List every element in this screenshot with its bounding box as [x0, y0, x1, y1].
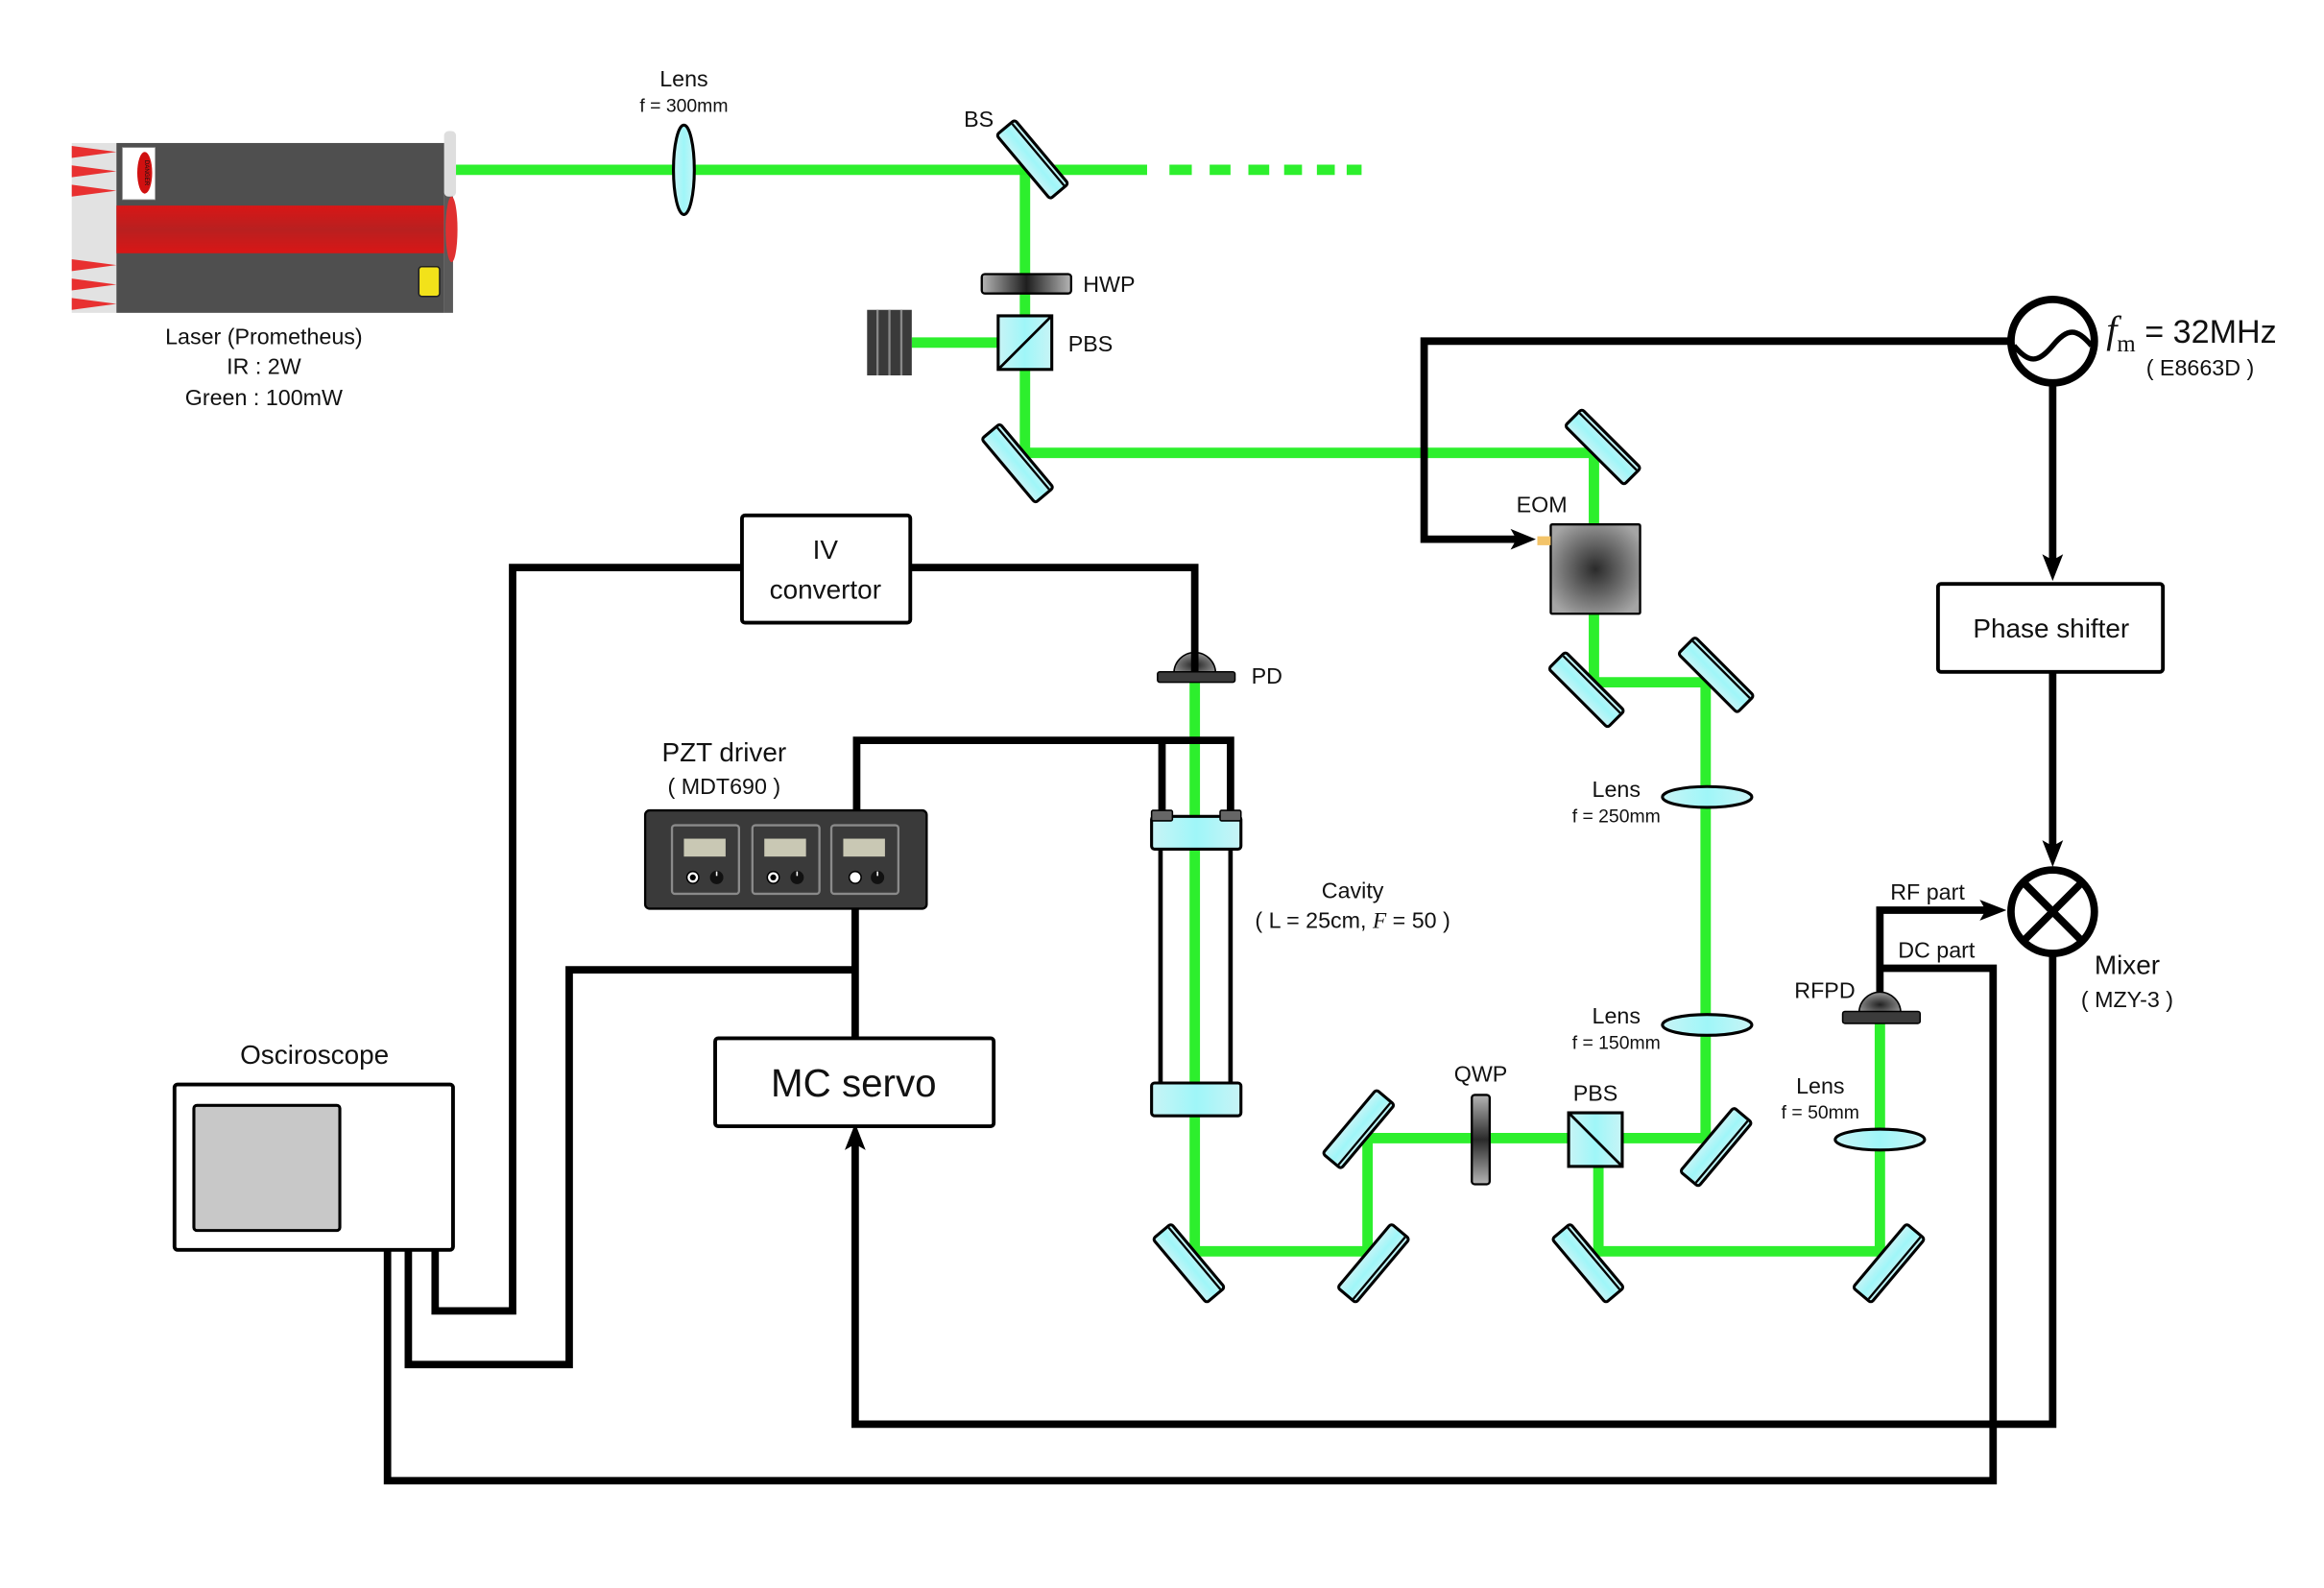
dc-part-label: DC part [1898, 938, 1976, 963]
mirror-4 [1676, 635, 1756, 714]
pzt-channel-1 [670, 824, 741, 896]
mixer-model: ( MZY-3 ) [2081, 987, 2173, 1012]
iv-convertor-line1: IV [813, 535, 839, 565]
beam-splitter [994, 118, 1070, 201]
signal-wires [383, 337, 2064, 1485]
lens-250-name: Lens [1593, 777, 1641, 802]
oscillator-model: ( E8663D ) [2146, 355, 2255, 380]
pzt-channel-2 [751, 824, 821, 896]
lens-50-name: Lens [1796, 1073, 1844, 1098]
lens-300-focal: f = 300mm [639, 95, 728, 116]
beam-dump [867, 309, 912, 376]
eom-label: EOM [1517, 493, 1568, 517]
lens-150-name: Lens [1593, 1003, 1641, 1028]
pzt-channel-3 [829, 824, 900, 896]
laser-ir-power: IR : 2W [227, 353, 301, 378]
laser-green-power: Green : 100mW [185, 385, 343, 410]
rf-part-label: RF part [1890, 879, 1965, 904]
half-wave-plate [980, 273, 1073, 295]
bs-label: BS [964, 107, 994, 132]
iv-convertor-line2: convertor [770, 575, 881, 605]
quarter-wave-plate [1471, 1094, 1492, 1186]
mirror-8 [1151, 1221, 1227, 1305]
mirror-10 [1851, 1221, 1927, 1305]
eom [1537, 522, 1641, 615]
lens-50mm [1833, 1127, 1927, 1152]
qwp-label: QWP [1454, 1061, 1508, 1086]
iv-convertor: IV convertor [740, 513, 913, 625]
laser-prometheus: DANGER [71, 131, 458, 313]
pd-label: PD [1252, 663, 1282, 688]
mc-servo-label: MC servo [771, 1061, 937, 1105]
pzt-driver-model: ( MDT690 ) [668, 774, 781, 799]
phase-shifter: Phase shifter [1935, 582, 2166, 674]
mirror-6 [1321, 1088, 1397, 1170]
hwp-label: HWP [1083, 272, 1135, 297]
lens-150-focal: f = 150mm [1572, 1032, 1661, 1053]
rf-photodiode [1841, 991, 1922, 1024]
lens-250-focal: f = 250mm [1572, 806, 1661, 827]
warning-sticker [418, 265, 441, 298]
mirror-3 [1546, 650, 1626, 730]
cavity [1150, 809, 1243, 1118]
lens-250mm [1661, 784, 1754, 809]
mixer [2007, 866, 2098, 957]
pzt-driver [643, 808, 928, 910]
mirror-7 [1335, 1221, 1411, 1305]
mirror-2 [1563, 407, 1642, 487]
pzt-driver-label: PZT driver [661, 737, 786, 767]
pbs-bottom [1567, 1111, 1624, 1168]
cavity-label: Cavity [1322, 878, 1384, 903]
mixer-label: Mixer [2095, 950, 2160, 980]
mc-servo: MC servo [713, 1036, 996, 1128]
lens-300-name: Lens [659, 66, 707, 91]
cavity-params: ( L = 25cm, F = 50 ) [1255, 908, 1450, 934]
oscillator [2007, 295, 2098, 387]
mirror-5 [1678, 1105, 1754, 1189]
danger-label: DANGER [143, 160, 150, 186]
oscillator-frequency: fm = 32MHz [2106, 308, 2277, 357]
oscilloscope [172, 1082, 455, 1252]
lens-50-focal: f = 50mm [1782, 1102, 1859, 1123]
lens-150mm [1661, 1013, 1754, 1037]
rfpd-label: RFPD [1794, 978, 1855, 1003]
pbs-top [996, 314, 1054, 372]
mirror-1 [980, 421, 1055, 505]
mirror-9 [1550, 1221, 1626, 1305]
oscilloscope-label: Osciroscope [240, 1040, 389, 1070]
pbs-bottom-label: PBS [1573, 1081, 1618, 1106]
lens-300mm [672, 123, 696, 216]
phase-shifter-label: Phase shifter [1973, 614, 2129, 643]
laser-name: Laser (Prometheus) [165, 324, 363, 349]
pbs-top-label: PBS [1068, 331, 1114, 356]
